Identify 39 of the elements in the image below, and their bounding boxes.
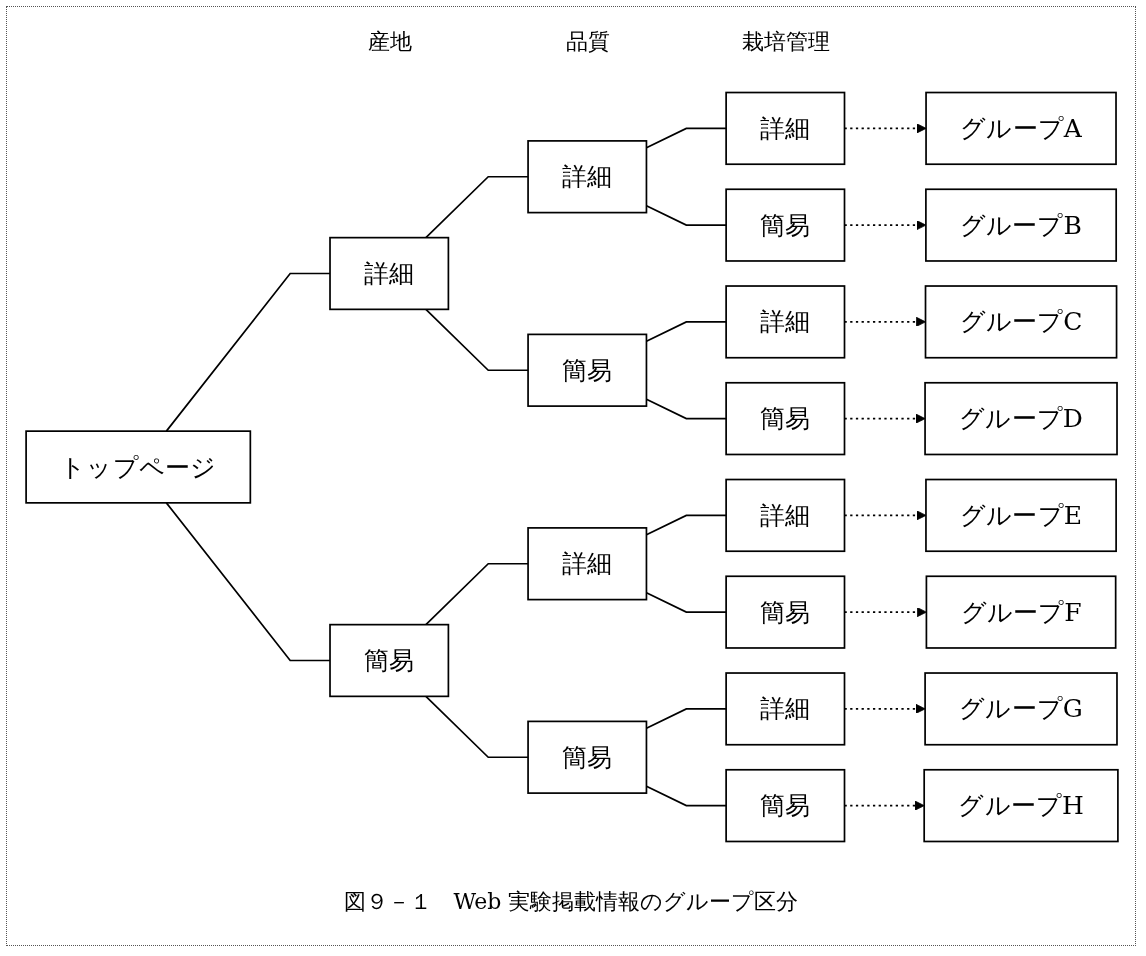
node-box: 詳細 — [725, 91, 846, 166]
node-box: 簡易 — [725, 575, 846, 649]
arrow — [843, 800, 925, 811]
node-box: 詳細 — [527, 527, 648, 601]
node-box: グループA — [925, 91, 1117, 166]
arrow — [843, 316, 926, 327]
node-box: グループG — [924, 672, 1118, 746]
node-box: 詳細 — [725, 672, 846, 746]
node-box: グループH — [923, 768, 1119, 843]
connector — [425, 695, 529, 759]
node-box: 簡易 — [725, 768, 846, 843]
arrow — [843, 703, 926, 714]
node-box: グループF — [925, 575, 1117, 649]
connector — [425, 308, 529, 372]
arrow — [843, 413, 926, 424]
node-box: 詳細 — [725, 478, 846, 553]
column-heading: 品質 — [566, 28, 611, 56]
arrow — [843, 607, 927, 618]
node-box: グループE — [925, 478, 1117, 553]
connector — [165, 502, 331, 662]
node-box: トップページ — [25, 430, 252, 504]
node-box: 簡易 — [329, 623, 450, 698]
column-heading: 栽培管理 — [742, 28, 831, 56]
node-box: グループC — [924, 285, 1118, 359]
node-box: グループD — [924, 381, 1118, 456]
column-heading: 産地 — [368, 28, 413, 56]
node-box: 簡易 — [725, 188, 846, 262]
figure-caption: 図９－１ Web 実験掲載情報のグループ区分 — [342, 888, 800, 916]
node-box: 詳細 — [527, 140, 648, 214]
node-box: グループB — [925, 188, 1118, 262]
node-box: 簡易 — [725, 381, 846, 456]
node-box: 簡易 — [527, 720, 648, 794]
arrow — [843, 123, 927, 134]
connector — [425, 562, 529, 626]
connector — [165, 272, 331, 432]
node-box: 簡易 — [527, 333, 648, 407]
node-box: 詳細 — [329, 236, 450, 311]
connector — [425, 175, 529, 239]
node-box: 詳細 — [725, 285, 846, 359]
